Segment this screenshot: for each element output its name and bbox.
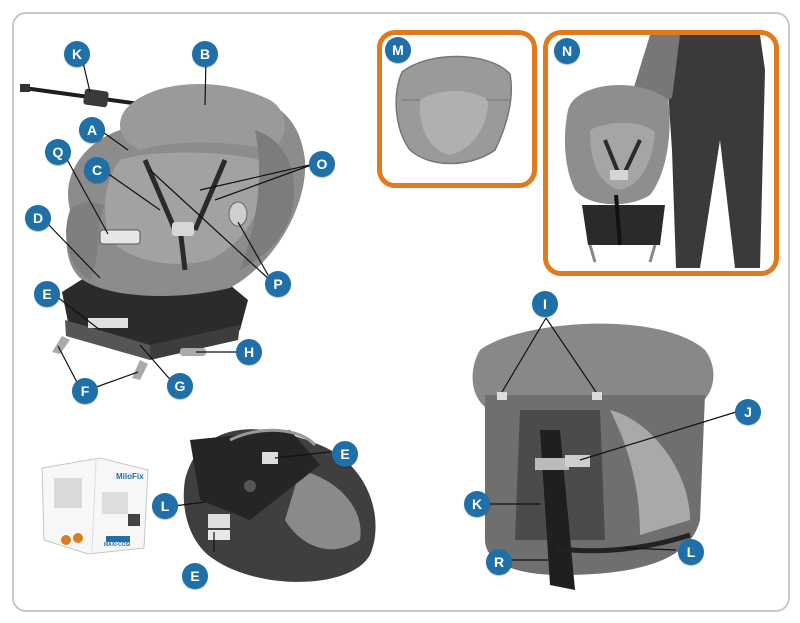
callout-e-base: E bbox=[332, 441, 358, 467]
callout-k-bottom: K bbox=[464, 491, 490, 517]
top-tether-strap-icon bbox=[20, 84, 141, 108]
seat-underside-illustration bbox=[183, 428, 376, 582]
callout-j: J bbox=[735, 399, 761, 425]
callout-l-base: L bbox=[152, 493, 178, 519]
callout-d: D bbox=[25, 205, 51, 231]
callout-c: C bbox=[84, 157, 110, 183]
callout-g: G bbox=[167, 373, 193, 399]
callout-m: M bbox=[385, 37, 411, 63]
callout-p: P bbox=[265, 271, 291, 297]
callout-a: A bbox=[79, 117, 105, 143]
manual-brand: MAXI-COSI bbox=[104, 542, 131, 548]
callout-i: I bbox=[532, 291, 558, 317]
callout-o: O bbox=[309, 151, 335, 177]
callout-f: F bbox=[72, 378, 98, 404]
callout-q: Q bbox=[45, 139, 71, 165]
callout-n: N bbox=[554, 38, 580, 64]
callout-r: R bbox=[486, 549, 512, 575]
manual-booklet-illustration bbox=[41, 457, 149, 555]
callout-b: B bbox=[192, 41, 218, 67]
callout-e-top: E bbox=[34, 281, 60, 307]
manual-booklet: MiloFix MAXI-COSI bbox=[36, 456, 154, 556]
callout-e-bottom: E bbox=[182, 563, 208, 589]
seat-rear-view-illustration bbox=[472, 323, 714, 590]
callout-k-top: K bbox=[64, 41, 90, 67]
callout-h: H bbox=[236, 339, 262, 365]
manual-title: MiloFix bbox=[116, 472, 144, 481]
callout-l-right: L bbox=[678, 539, 704, 565]
